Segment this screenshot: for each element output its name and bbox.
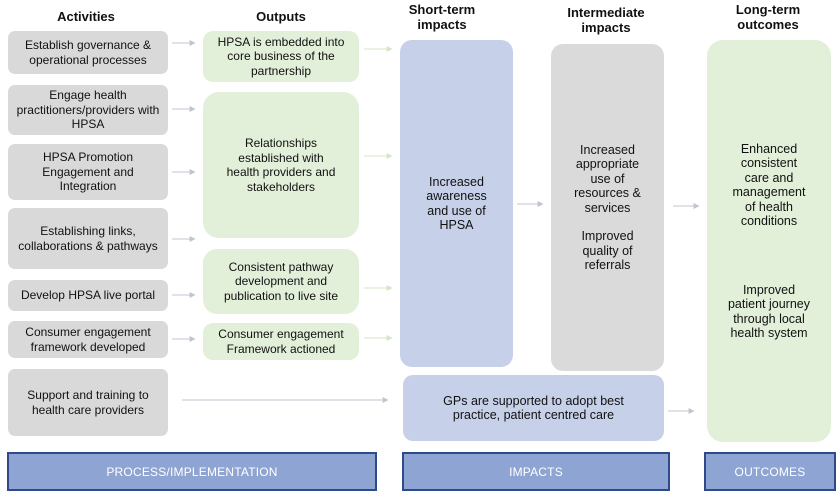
- output-box: Consistent pathway development and publi…: [203, 249, 359, 314]
- header-activities: Activities: [57, 9, 115, 24]
- header-short-term: Short-term impacts: [408, 2, 476, 32]
- gp-support-box: GPs are supported to adopt best practice…: [403, 375, 664, 441]
- activity-box: Establish governance & operational proce…: [8, 31, 168, 74]
- activity-box: Support and training to health care prov…: [8, 369, 168, 436]
- long-term-outcome-box: Enhanced consistent care and management …: [707, 40, 831, 442]
- activity-box: HPSA Promotion Engagement and Integratio…: [8, 144, 168, 200]
- intermediate-impact-text: Increased appropriate use of resources &…: [574, 142, 641, 215]
- header-long-term: Long-term outcomes: [735, 2, 801, 32]
- activity-box: Engage health practitioners/providers wi…: [8, 85, 168, 135]
- output-box: Relationships established with health pr…: [203, 92, 359, 238]
- long-term-outcome-text: Enhanced consistent care and management …: [732, 141, 806, 229]
- header-outputs: Outputs: [256, 9, 306, 24]
- output-box: Consumer engagement Framework actioned: [203, 323, 359, 360]
- banner-outcomes: OUTCOMES: [704, 452, 836, 491]
- short-term-impact-box: Increased awareness and use of HPSA: [400, 40, 513, 367]
- intermediate-impact-box: Increased appropriate use of resources &…: [551, 44, 664, 371]
- long-term-outcome-text: Improved patient journey through local h…: [727, 282, 810, 341]
- banner-process-implementation: PROCESS/IMPLEMENTATION: [7, 452, 377, 491]
- activity-box: Establishing links, collaborations & pat…: [8, 208, 168, 269]
- activity-box: Develop HPSA live portal: [8, 280, 168, 311]
- header-intermediate: Intermediate impacts: [567, 5, 645, 35]
- activity-box: Consumer engagement framework developed: [8, 321, 168, 358]
- banner-impacts: IMPACTS: [402, 452, 670, 491]
- output-box: HPSA is embedded into core business of t…: [203, 31, 359, 82]
- intermediate-impact-text: Improved quality of referrals: [581, 229, 634, 272]
